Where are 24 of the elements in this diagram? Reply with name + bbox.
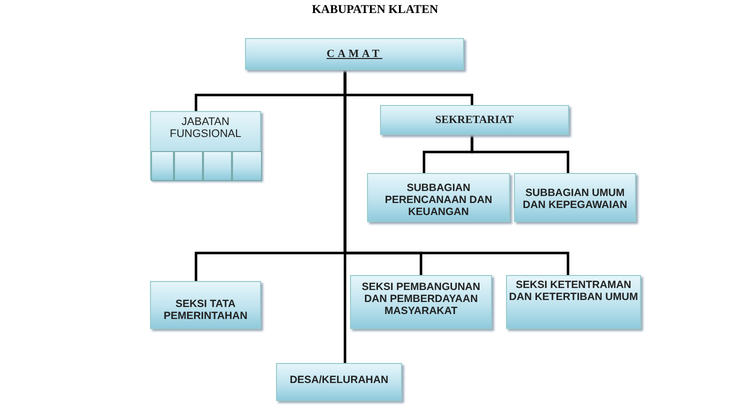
connector-line xyxy=(470,135,570,173)
box-label: SEKSI KETENTRAMAN DAN KETERTIBAN UMUM xyxy=(508,279,639,303)
box-label: SUBBAGIAN UMUM DAN KEPEGAWAIAN xyxy=(522,187,628,211)
box-label: SEKSI PEMBANGUNAN DAN PEMBERDAYAAN MASYARAKAT xyxy=(360,281,482,317)
empty-box xyxy=(151,151,174,181)
box-label: JABATAN FUNGSIONAL xyxy=(168,116,242,140)
org-box xyxy=(350,275,492,329)
box-label: SEKSI TATA PEMERINTAHAN xyxy=(162,298,248,322)
empty-box xyxy=(203,151,232,181)
box-label: DESA/KELURAHAN xyxy=(290,374,388,386)
org-box xyxy=(245,38,464,70)
org-box xyxy=(380,105,569,135)
box-label: SEKRETARIAT xyxy=(435,114,514,126)
connector-line xyxy=(344,70,346,363)
chart-title: KABUPATEN KLATEN xyxy=(310,2,440,17)
org-box xyxy=(276,363,402,401)
org-box xyxy=(506,275,641,329)
org-box xyxy=(367,173,510,222)
empty-box xyxy=(174,151,203,181)
org-box xyxy=(150,281,261,329)
box-label: CAMAT xyxy=(326,48,382,60)
box-label: SUBBAGIAN PERENCANAAN DAN KEUANGAN xyxy=(384,182,494,218)
org-box xyxy=(514,173,636,222)
org-box xyxy=(150,111,261,180)
